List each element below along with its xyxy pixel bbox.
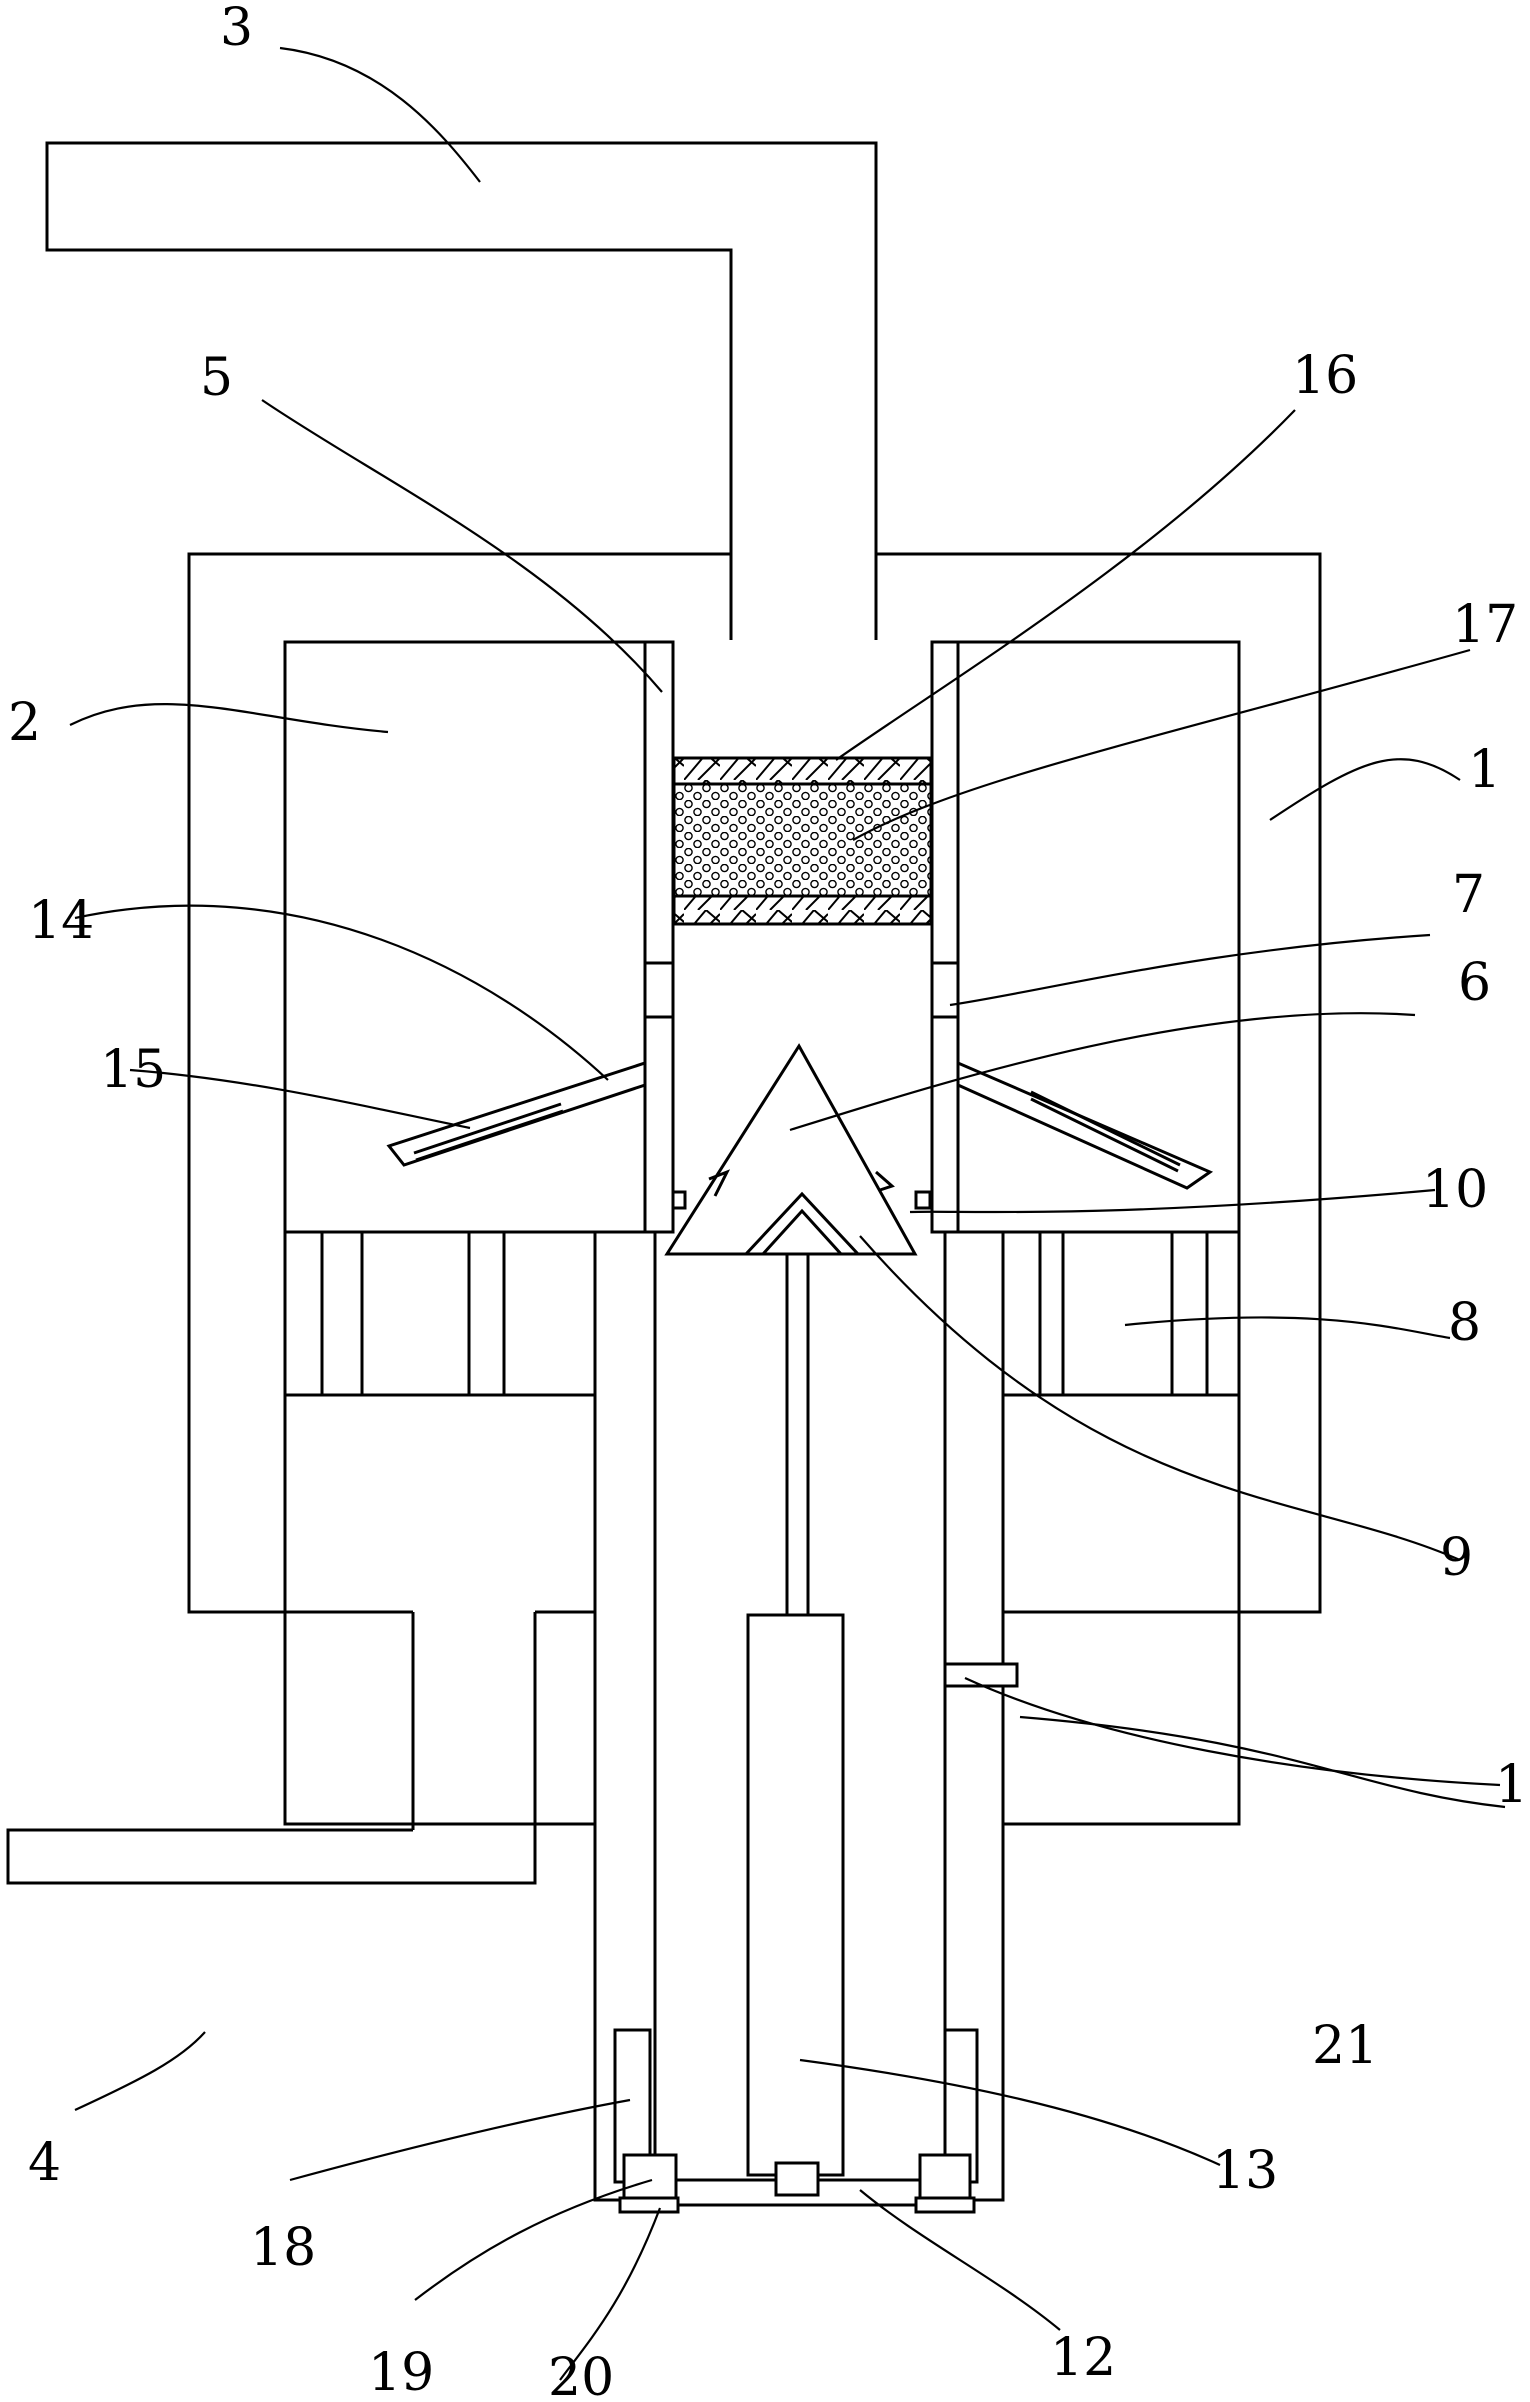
conical-spreader: [664, 1043, 918, 1256]
label-3: 3: [220, 0, 253, 58]
stop-block-left: [671, 1190, 687, 1210]
filter-hatch-layer-top: [672, 756, 933, 786]
label-8: 8: [1448, 1293, 1481, 1353]
label-2: 2: [8, 693, 41, 753]
filter-hatch-layer-bottom: [672, 894, 933, 926]
roller-left: [618, 2196, 680, 2214]
outlet-pipe: [45, 141, 878, 640]
filter-particle-layer: [672, 782, 933, 898]
label-20: 20: [548, 2348, 614, 2402]
label-17: 17: [1452, 595, 1518, 655]
label-16: 16: [1292, 346, 1358, 406]
label-10: 10: [1422, 1160, 1488, 1220]
inner-tube-wall-right: [930, 640, 960, 1234]
deflector-blade-left: [386, 1060, 647, 1167]
label-15: 15: [100, 1040, 166, 1100]
inner-tube-wall-left: [643, 640, 675, 1234]
outer-housing: [187, 552, 1322, 1614]
label-1: 1: [1468, 740, 1501, 800]
inner-cone: [744, 1191, 860, 1256]
label-6: 6: [1458, 953, 1491, 1013]
label-12: 12: [1050, 2328, 1116, 2388]
cone-notch-right: [875, 1170, 895, 1192]
label-14: 14: [28, 891, 94, 951]
label-21: 21: [1312, 2016, 1378, 2076]
cone-notch-left: [708, 1169, 731, 1197]
label-4: 4: [28, 2133, 61, 2193]
label-19: 19: [368, 2343, 434, 2402]
inlet-pipe: [6, 1612, 537, 1885]
label-9: 9: [1440, 1528, 1473, 1588]
label-13: 13: [1212, 2141, 1278, 2201]
label-7: 7: [1452, 865, 1485, 925]
leader-lines: [69, 46, 1506, 2381]
deflector-blade-right: [956, 1060, 1214, 1190]
label-18: 18: [250, 2218, 316, 2278]
label-11: 11: [1495, 1755, 1530, 1815]
coupling: [774, 2161, 820, 2197]
label-5: 5: [200, 348, 233, 408]
roller-right: [914, 2196, 976, 2214]
wall-opening: [645, 961, 958, 1019]
drive-shaft: [785, 1254, 810, 1615]
lower-chamber-right: [1001, 1230, 1241, 1826]
lower-chamber-left: [283, 1230, 597, 1826]
stop-block-right: [914, 1190, 932, 1210]
motor: [746, 1613, 845, 2177]
side-nozzle: [943, 1662, 1019, 1688]
vent-grille: [320, 1232, 1209, 1395]
